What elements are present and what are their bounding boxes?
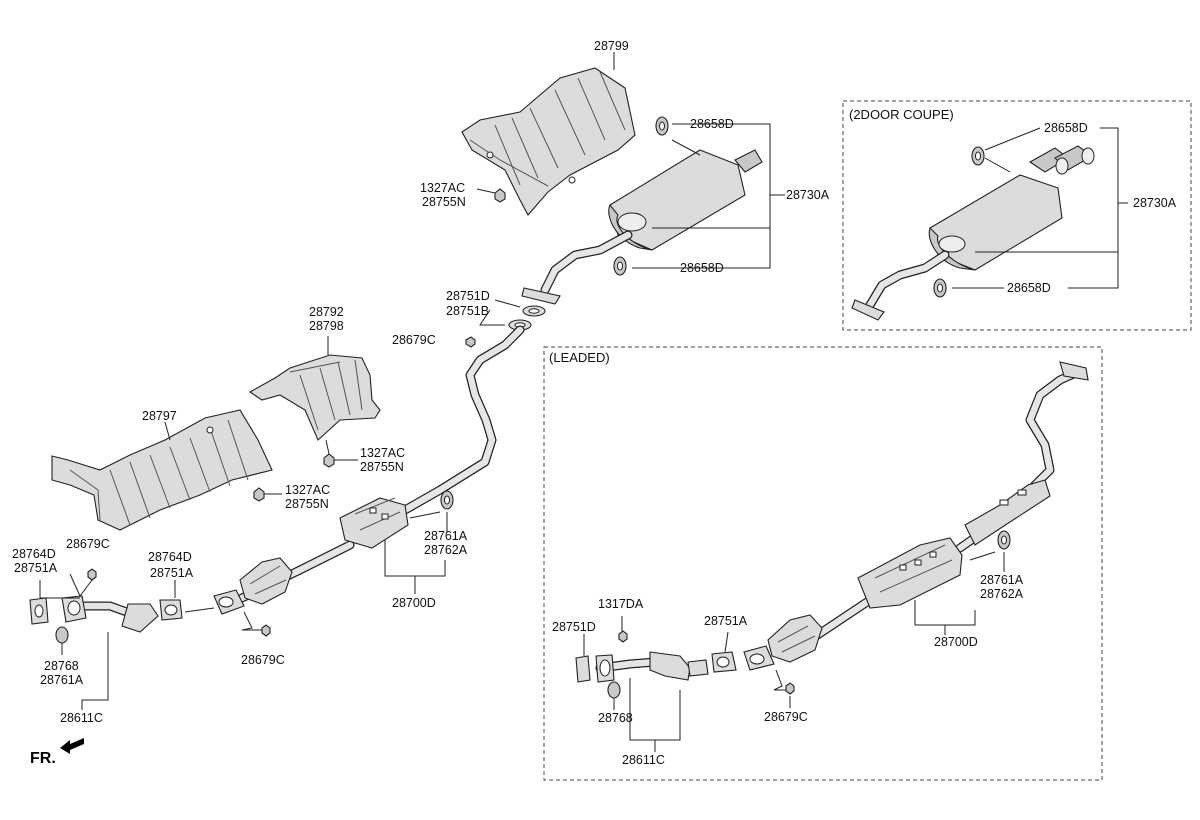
nut-1327ac-top — [494, 188, 506, 203]
leaded-label-28751a: 28751A — [704, 614, 748, 628]
rear-heat-shield — [461, 67, 636, 216]
coupe-flange — [851, 299, 885, 321]
nut-1327ac-center — [323, 453, 335, 468]
nut-28679c-left — [87, 568, 97, 581]
label-28762a-center: 28762A — [424, 543, 468, 557]
front-pipe — [61, 595, 159, 633]
front-arrow-icon — [60, 738, 84, 754]
leaded-label-28611c: 28611C — [622, 753, 665, 767]
coupe-hanger-top — [971, 146, 985, 166]
hanger-rubber-28761a — [440, 490, 454, 510]
hanger-top — [655, 116, 669, 136]
leaded-front-pipe — [595, 651, 709, 683]
nut-28679c-top — [465, 336, 476, 348]
leaded-catalytic-converter — [767, 614, 823, 663]
label-28798: 28798 — [309, 319, 344, 333]
leaded-gasket-d — [575, 655, 591, 683]
leaded-hanger — [997, 530, 1011, 550]
nut-28679c-bottom — [261, 624, 271, 637]
coupe-label-28658d-top: 28658D — [1044, 121, 1088, 135]
leaded-label-28761a: 28761A — [980, 573, 1024, 587]
label-28679c-top: 28679C — [392, 333, 436, 347]
label-28751d: 28751D — [446, 289, 490, 303]
front-heat-shield — [51, 409, 273, 531]
leaded-box-border — [543, 346, 1103, 781]
label-28761a-left: 28761A — [40, 673, 84, 687]
leaded-label-28768: 28768 — [598, 711, 633, 725]
leaded-label-1317da: 1317DA — [598, 597, 644, 611]
label-1327ac-top: 1327AC — [420, 181, 466, 195]
hanger-bottom — [613, 256, 627, 276]
leaded-rear-flange — [1059, 361, 1089, 381]
leaded-resonator — [964, 479, 1051, 546]
leaded-stud-28768 — [607, 681, 621, 699]
label-28761a-center: 28761A — [424, 529, 468, 543]
main-muffler — [608, 139, 763, 251]
label-28792: 28792 — [309, 305, 344, 319]
front-direction-label: FR. — [30, 750, 56, 767]
rear-flange — [521, 287, 561, 305]
label-28768: 28768 — [44, 659, 79, 673]
label-28658d-top: 28658D — [690, 117, 734, 131]
leaded-label-28751d: 28751D — [552, 620, 596, 634]
coupe-label-28658d-bottom: 28658D — [1007, 281, 1051, 295]
label-1327ac-front: 1327AC — [285, 483, 331, 497]
label-28751a-mid: 28751A — [150, 566, 194, 580]
label-28611c: 28611C — [60, 711, 103, 725]
label-28658d-bottom: 28658D — [680, 261, 724, 275]
coupe-box-title: (2DOOR COUPE) — [849, 107, 954, 122]
label-28751a-left: 28751A — [14, 561, 58, 575]
leaded-label-28700d: 28700D — [934, 635, 978, 649]
label-28730a: 28730A — [786, 188, 830, 202]
leaded-nut-28679c — [785, 682, 795, 695]
leaded-box-title: (LEADED) — [549, 350, 610, 365]
label-28679c-bottom: 28679C — [241, 653, 285, 667]
center-muffler — [339, 497, 409, 549]
label-28679c-left: 28679C — [66, 537, 110, 551]
leaded-bolt-1317da — [618, 630, 628, 643]
catalytic-converter — [239, 557, 293, 605]
label-28751b: 28751B — [446, 304, 490, 318]
label-28700d: 28700D — [392, 596, 436, 610]
label-28764d-mid: 28764D — [148, 550, 192, 564]
coupe-hanger-bottom — [933, 278, 947, 298]
label-28764d-left: 28764D — [12, 547, 56, 561]
leaded-center-muffler — [857, 537, 963, 609]
leaded-label-28679c: 28679C — [764, 710, 808, 724]
label-1327ac-center: 1327AC — [360, 446, 406, 460]
label-28797: 28797 — [142, 409, 177, 423]
label-28799: 28799 — [594, 39, 629, 53]
coupe-muffler — [928, 145, 1095, 271]
nut-1327ac-front — [253, 487, 265, 502]
coupe-label-28730a: 28730A — [1133, 196, 1177, 210]
leaded-label-28762a: 28762A — [980, 587, 1024, 601]
center-heat-shield — [248, 354, 381, 441]
stud-28768 — [55, 626, 69, 644]
coupe-box-border — [842, 100, 1192, 331]
label-28755n-front: 28755N — [285, 497, 329, 511]
label-28755n-top: 28755N — [422, 195, 466, 209]
label-28755n-center: 28755N — [360, 460, 404, 474]
